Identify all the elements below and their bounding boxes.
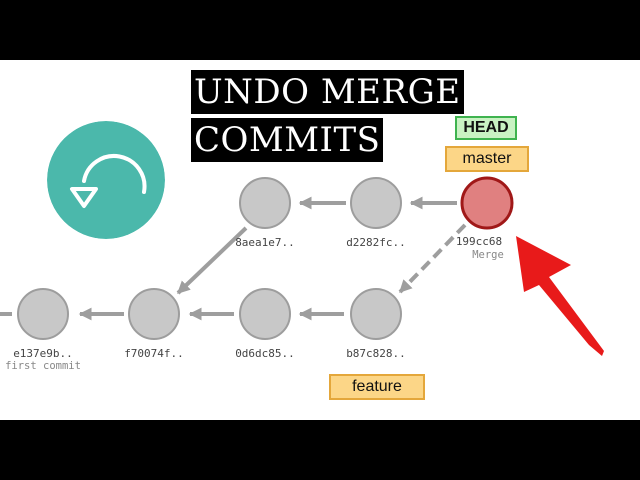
- commit-hash: b87c828..: [346, 347, 406, 360]
- commit-node: [128, 288, 180, 340]
- commit-graph: e137e9b.. first commit f70074f.. 0d6dc85…: [0, 176, 604, 372]
- red-pointer-arrow: [516, 236, 604, 356]
- commit-message: Merge: [472, 249, 504, 261]
- master-branch-label: master: [445, 146, 529, 172]
- commit-node: [239, 288, 291, 340]
- title-line-1: UNDO MERGE: [191, 70, 464, 114]
- parent-arrow: [176, 226, 248, 295]
- merge-parent-arrow: [398, 223, 467, 294]
- commit-hash: d2282fc..: [346, 236, 406, 249]
- commit-node: [350, 177, 402, 229]
- title-line-2: COMMITS: [191, 118, 384, 162]
- commit-hash: e137e9b..: [13, 347, 73, 360]
- commit-hash: 199cc68: [456, 235, 502, 248]
- commit-hash: 8aea1e7..: [235, 236, 295, 249]
- canvas: UNDO MERGE COMMITS HEAD master feature e…: [0, 60, 640, 420]
- commit-hash: f70074f..: [124, 347, 184, 360]
- commit-node: [239, 177, 291, 229]
- merge-commit-node: [460, 176, 514, 230]
- commit-node: [350, 288, 402, 340]
- undo-icon: [47, 121, 165, 239]
- commit-node: [17, 288, 69, 340]
- commit-message: first commit: [5, 360, 81, 372]
- feature-branch-label: feature: [329, 374, 425, 400]
- head-ref-label: HEAD: [455, 116, 517, 140]
- commit-hash: 0d6dc85..: [235, 347, 295, 360]
